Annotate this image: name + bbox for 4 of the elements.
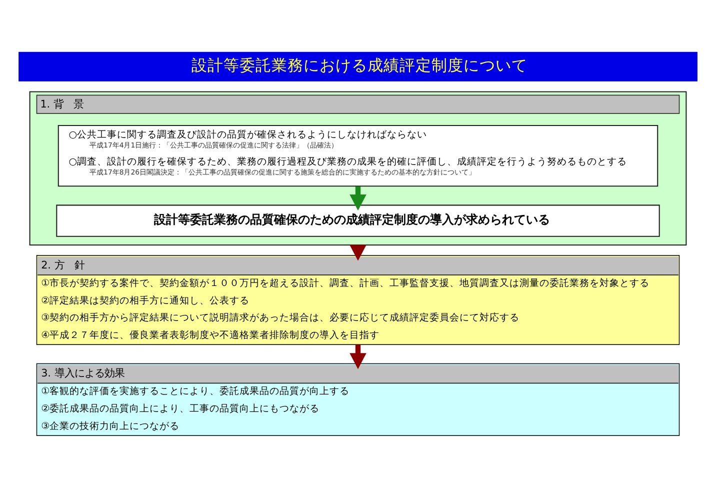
diagram-title: 設計等委託業務における成績評定制度について (191, 56, 528, 74)
arrow (350, 186, 366, 211)
node-box: 設計等委託業務の品質確保のための成績評定制度の導入が求められている (56, 204, 660, 237)
arrow (350, 344, 366, 370)
